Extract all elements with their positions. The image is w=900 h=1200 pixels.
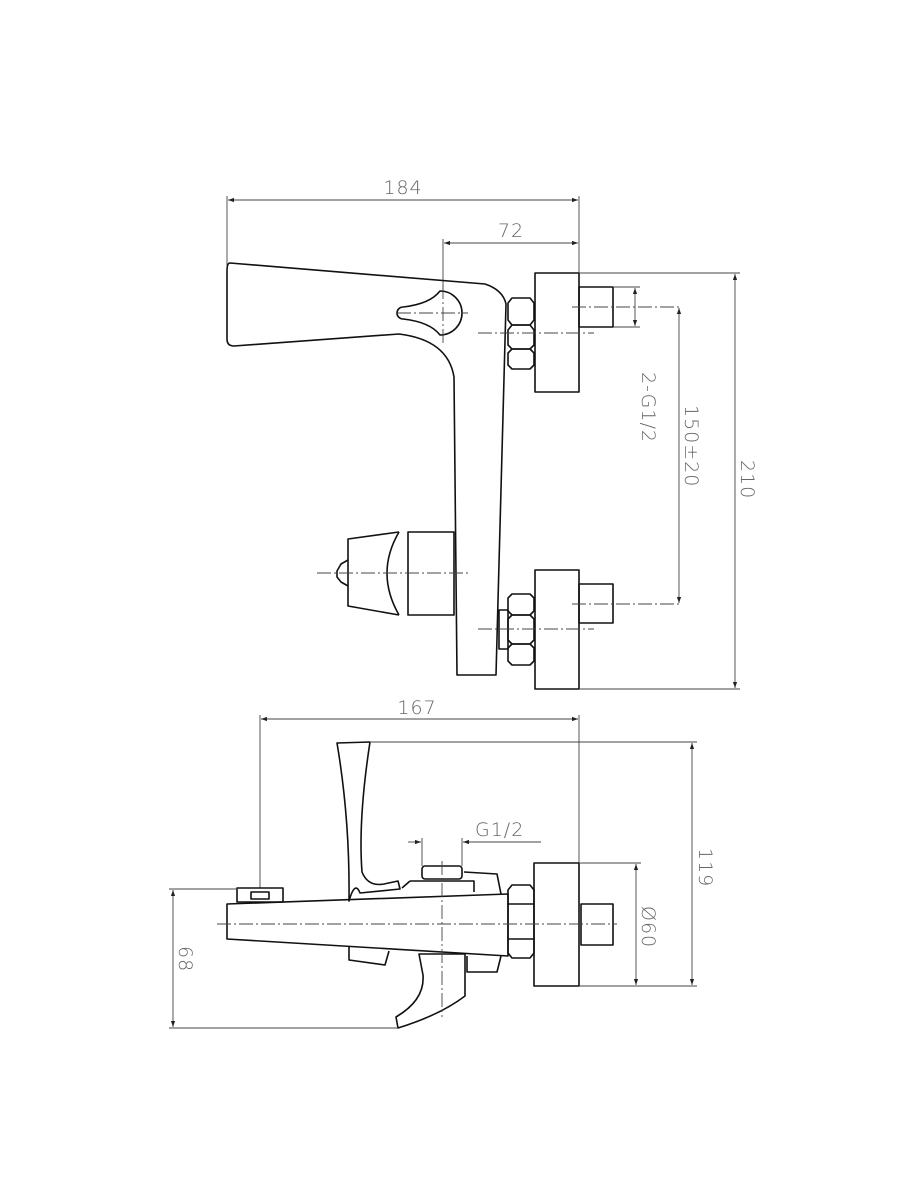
dimension-184: 184 [226, 177, 580, 273]
side-lever-handle [336, 741, 401, 902]
dimension-2-g1-2: 2-G1/2 [613, 286, 659, 443]
lever-keyhole [396, 290, 463, 336]
lever-handle-body [226, 262, 507, 676]
dimension-150: 150±20 [676, 308, 702, 603]
lower-inlet [478, 569, 679, 690]
side-body [226, 893, 509, 957]
side-inlet-stub [580, 903, 614, 946]
side-flange [533, 862, 580, 987]
dim-label-60: Ø60 [637, 906, 659, 948]
dimension-72: 72 [442, 220, 578, 290]
end-cap [236, 887, 284, 903]
diverter-knob [317, 531, 470, 616]
side-view: 167 [169, 697, 716, 1029]
dim-label-68: 68 [174, 946, 196, 972]
dimension-119: 119 [371, 741, 716, 987]
dimension-68: 68 [169, 888, 398, 1029]
dim-label-184: 184 [383, 177, 422, 199]
dim-label-150: 150±20 [680, 405, 702, 487]
dimension-g1-2: G1/2 [408, 819, 541, 866]
dim-label-2-g1-2: 2-G1/2 [637, 372, 659, 443]
dimension-210: 210 [579, 272, 758, 690]
lower-housing-right [466, 955, 502, 973]
outlet-fitting [401, 865, 502, 895]
dim-label-167: 167 [397, 697, 436, 719]
spout [395, 953, 466, 1029]
dim-label-210: 210 [736, 460, 758, 499]
side-nut [507, 884, 535, 959]
dimension-60: Ø60 [579, 862, 659, 985]
dim-label-72: 72 [498, 220, 524, 242]
dim-label-g1-2: G1/2 [475, 819, 524, 841]
lower-housing [348, 947, 390, 966]
dim-label-119: 119 [694, 848, 716, 887]
dimension-167: 167 [259, 697, 580, 888]
upper-inlet [478, 272, 679, 393]
top-view: 184 72 [226, 177, 758, 690]
